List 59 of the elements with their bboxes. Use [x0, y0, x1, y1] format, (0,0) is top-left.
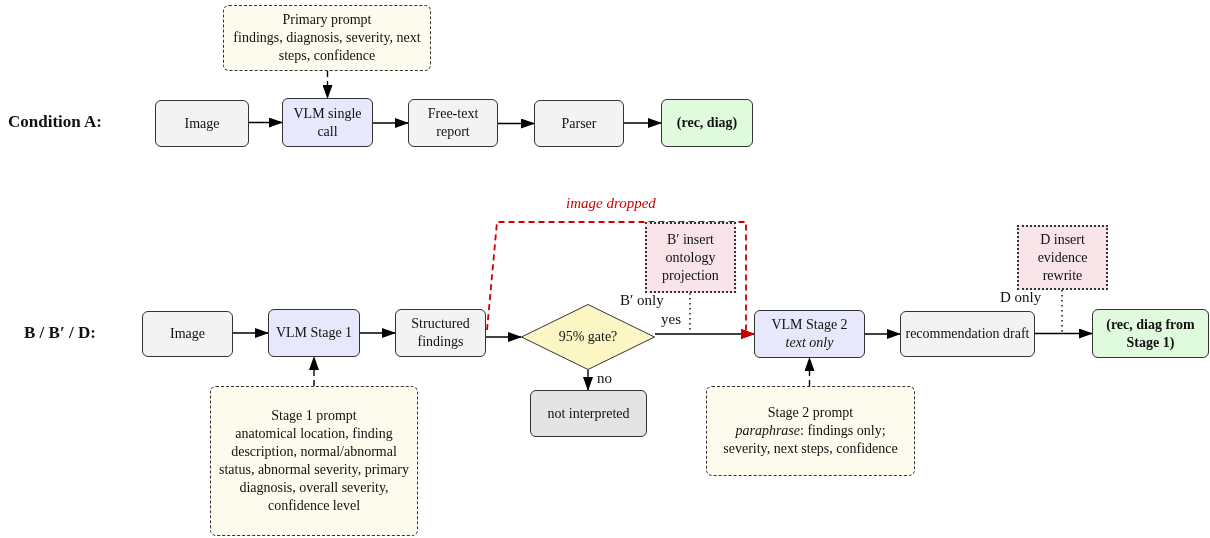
model-box — [754, 310, 865, 358]
arrow — [248, 117, 283, 128]
node-title: Structured findings — [410, 315, 471, 351]
process-box — [900, 311, 1035, 357]
node-title: (rec, diag) — [676, 114, 738, 132]
node-title: recommendation draft — [905, 325, 1030, 343]
node-title: VLM Stage 1 — [275, 324, 353, 342]
condition-note: B′ only — [620, 292, 664, 309]
insert-note-box — [645, 222, 736, 293]
node-title: (rec, diag from Stage 1) — [1105, 315, 1196, 352]
output-box — [1092, 309, 1209, 358]
node-title: B′ insert ontology projection — [661, 230, 720, 285]
arrow — [372, 118, 409, 128]
arrow — [1034, 328, 1093, 339]
node-text: paraphrase: findings only; severity, next steps, confidence — [722, 422, 899, 458]
row-label: B / B′ / D: — [24, 323, 96, 343]
node-title: Image — [184, 114, 220, 133]
prompt-note-box — [223, 5, 431, 71]
arrow — [486, 221, 755, 339]
node-title: Primary prompt — [282, 11, 372, 29]
edge-label: image dropped — [565, 195, 657, 211]
terminal-box — [530, 390, 647, 437]
prompt-note-box — [706, 386, 915, 476]
arrow — [623, 118, 662, 128]
model-box — [282, 98, 373, 147]
model-box — [268, 309, 360, 357]
node-title: Stage 1 prompt — [271, 407, 357, 425]
insert-note-box — [1017, 225, 1108, 290]
node-title: Image — [170, 325, 205, 343]
node-title: 95% gate? — [558, 328, 618, 346]
node-title: VLM single call — [292, 104, 363, 141]
arrow — [485, 332, 522, 342]
node-title: Free-text report — [426, 105, 480, 141]
arrow — [583, 369, 593, 391]
leader-line — [1061, 289, 1063, 334]
arrow — [804, 357, 815, 387]
process-box — [395, 309, 486, 357]
node-text: anatomical location, finding description, normal/abnormal status, abnormal severity, primary diagnosis, overall severity, confidence level — [218, 425, 410, 515]
node-title: Stage 2 prompt — [767, 404, 854, 422]
arrow — [232, 328, 269, 338]
process-box — [155, 100, 249, 147]
arrow — [359, 328, 396, 338]
node-title: not interpreted — [547, 404, 630, 423]
arrow — [309, 356, 319, 387]
node-text: findings, diagnosis, severity, next steps, confidence — [232, 29, 422, 65]
node-title: VLM Stage 2 — [771, 316, 848, 334]
arrow — [864, 329, 901, 339]
row-label: Condition A: — [8, 112, 102, 132]
process-box — [534, 100, 624, 147]
arrow — [322, 70, 333, 99]
prompt-note-box — [210, 386, 418, 536]
process-box — [408, 99, 498, 147]
output-box — [661, 99, 753, 147]
node-title: Parser — [561, 114, 597, 133]
condition-note: D only — [1000, 289, 1042, 306]
process-box — [142, 311, 233, 357]
node-title: D insert evidence rewrite — [1036, 230, 1089, 285]
arrow — [497, 118, 535, 129]
node-text: text only — [785, 334, 834, 352]
